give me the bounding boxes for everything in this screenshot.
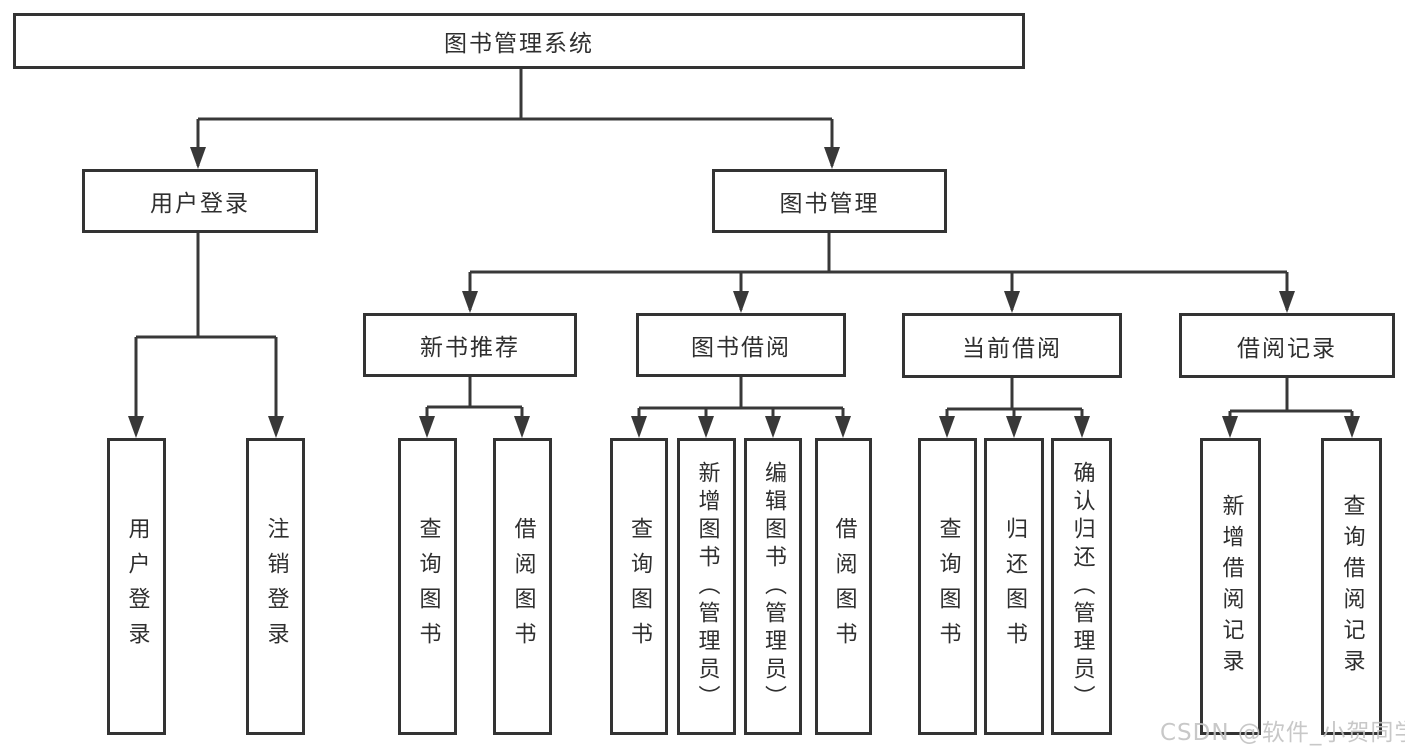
node-book-borrow: 图书借阅	[636, 313, 846, 377]
leaf-confirm-return-admin-label: 确认归还（管理员）	[1069, 460, 1095, 713]
leaf-confirm-return-admin: 确认归还（管理员）	[1051, 438, 1112, 735]
node-borrow-records-label: 借阅记录	[1237, 335, 1337, 362]
leaf-borrow-books-label: 借阅图书	[831, 516, 857, 657]
leaf-borrow-query-books: 查询图书	[610, 438, 668, 735]
leaf-borrow-books: 借阅图书	[815, 438, 872, 735]
leaf-return-books: 归还图书	[984, 438, 1044, 735]
leaf-add-borrow-record-label: 新增借阅记录	[1218, 493, 1244, 680]
leaf-edit-books-admin: 编辑图书（管理员）	[744, 438, 802, 735]
node-user-login-label: 用户登录	[150, 191, 250, 217]
node-book-management-label: 图书管理	[779, 191, 880, 217]
leaf-user-login: 用户登录	[107, 438, 166, 735]
leaf-logout: 注销登录	[246, 438, 305, 735]
node-root: 图书管理系统	[13, 13, 1025, 69]
leaf-borrow-query-books-label: 查询图书	[627, 516, 652, 657]
leaf-newbook-query-books: 查询图书	[398, 438, 457, 735]
leaf-add-books-admin-label: 新增图书（管理员）	[694, 460, 720, 713]
leaf-user-login-label: 用户登录	[124, 516, 150, 657]
leaf-newbook-borrow-books-label: 借阅图书	[510, 516, 536, 657]
leaf-return-books-label: 归还图书	[1002, 516, 1027, 657]
leaf-edit-books-admin-label: 编辑图书（管理员）	[761, 460, 786, 713]
leaf-current-query-books-label: 查询图书	[935, 516, 961, 657]
node-book-management: 图书管理	[712, 169, 947, 233]
leaf-query-borrow-record: 查询借阅记录	[1321, 438, 1382, 735]
leaf-add-books-admin: 新增图书（管理员）	[677, 438, 736, 735]
leaf-newbook-query-books-label: 查询图书	[415, 516, 441, 657]
node-current-borrow: 当前借阅	[902, 313, 1122, 378]
node-book-borrow-label: 图书借阅	[691, 335, 791, 361]
leaf-newbook-borrow-books: 借阅图书	[493, 438, 552, 735]
csdn-watermark: CSDN @软件_小贺同学	[1160, 720, 1405, 746]
leaf-add-borrow-record: 新增借阅记录	[1200, 438, 1261, 735]
node-user-login: 用户登录	[82, 169, 318, 233]
node-borrow-records: 借阅记录	[1179, 313, 1395, 378]
node-current-borrow-label: 当前借阅	[962, 335, 1062, 362]
leaf-query-borrow-record-label: 查询借阅记录	[1339, 493, 1365, 680]
node-root-label: 图书管理系统	[444, 31, 594, 57]
node-new-book-recommend: 新书推荐	[363, 313, 577, 377]
node-new-book-recommend-label: 新书推荐	[420, 335, 520, 361]
leaf-logout-label: 注销登录	[263, 516, 289, 657]
leaf-current-query-books: 查询图书	[918, 438, 977, 735]
